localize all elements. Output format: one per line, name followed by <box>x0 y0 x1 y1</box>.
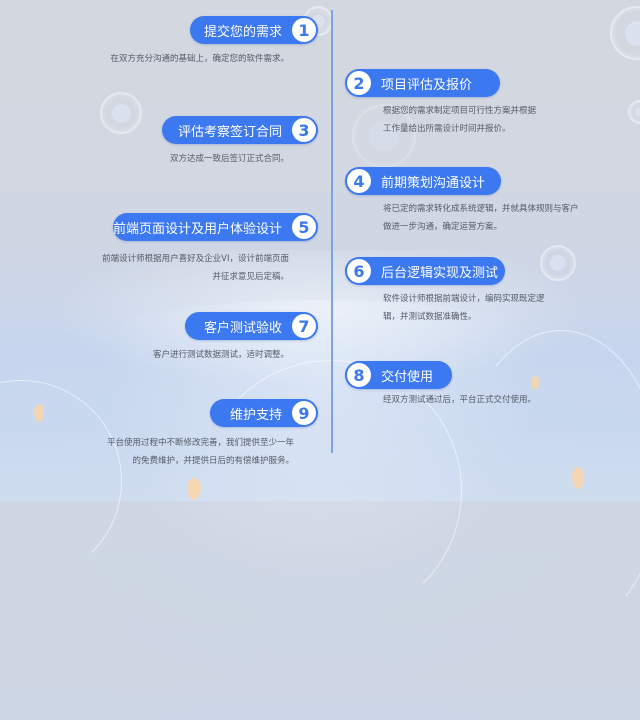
step-3-title: 评估考察签订合同 <box>177 124 282 140</box>
step-6-title: 后台逻辑实现及测试 <box>381 265 499 281</box>
location-pin-icon <box>34 404 44 422</box>
step-8-description: 经双方测试通过后，平台正式交付使用。 <box>383 395 537 405</box>
step-1-description: 在双方充分沟通的基础上，确定您的软件需求。 <box>110 54 289 64</box>
decor-ring-icon <box>610 6 640 60</box>
step-2-title: 项目评估及报价 <box>381 77 473 93</box>
step-3-description: 双方达成一致后签订正式合同。 <box>169 154 289 164</box>
step-8-number-badge: 8 <box>347 363 371 387</box>
step-6-pill: 6 后台逻辑实现及测试 <box>345 257 505 285</box>
location-pin-icon <box>572 467 584 489</box>
step-8-pill: 8 交付使用 <box>345 361 452 389</box>
step-5-number-badge: 5 <box>292 215 316 239</box>
step-7-pill: 客户测试验收 7 <box>185 312 318 340</box>
step-5-title: 前端页面设计及用户体验设计 <box>112 221 282 237</box>
step-4-number-badge: 4 <box>347 169 371 193</box>
step-4-description: 将已定的需求转化成系统逻辑，并就具体规则与客户 做进一步沟通，确定运营方案。 <box>383 204 579 232</box>
step-4-title: 前期策划沟通设计 <box>381 175 486 191</box>
decor-ring-icon <box>628 100 640 124</box>
connection-arc <box>460 330 640 632</box>
step-1-pill: 提交您的需求 1 <box>190 16 318 44</box>
step-2-number-badge: 2 <box>347 71 371 95</box>
location-pin-icon <box>187 478 201 500</box>
location-pin-icon <box>531 376 539 390</box>
step-7-description: 客户进行测试数据测试，适时调整。 <box>152 350 289 360</box>
step-6-number-badge: 6 <box>347 259 371 283</box>
step-7-number-badge: 7 <box>292 314 316 338</box>
decor-ring-icon <box>100 92 142 134</box>
timeline-line <box>331 10 333 453</box>
step-9-number-badge: 9 <box>292 401 316 425</box>
decor-ring-icon <box>540 245 576 281</box>
step-6-description: 软件设计师根据前端设计，编码实现既定逻 辑，并测试数据准确性。 <box>383 294 545 322</box>
step-9-title: 维护支持 <box>229 407 282 423</box>
step-5-pill: 前端页面设计及用户体验设计 5 <box>113 213 318 241</box>
step-8-title: 交付使用 <box>381 369 434 385</box>
step-3-number-badge: 3 <box>292 118 316 142</box>
step-2-description: 根据您的需求制定项目可行性方案并根据 工作量给出所需设计时间并报价。 <box>383 106 537 134</box>
step-7-title: 客户测试验收 <box>203 320 282 336</box>
connection-arc <box>0 380 122 582</box>
step-9-pill: 维护支持 9 <box>210 399 318 427</box>
step-3-pill: 评估考察签订合同 3 <box>162 116 318 144</box>
earth-background <box>0 300 640 720</box>
step-5-description: 前端设计师根据用户喜好及企业VI，设计前端页面 并征求意见后定稿。 <box>102 254 289 282</box>
step-1-number-badge: 1 <box>292 18 316 42</box>
step-4-pill: 4 前期策划沟通设计 <box>345 167 501 195</box>
step-2-pill: 2 项目评估及报价 <box>345 69 500 97</box>
step-1-title: 提交您的需求 <box>203 24 282 40</box>
step-9-description: 平台使用过程中不断修改完善，我们提供至少一年 的免费维护，并提供日后的有偿维护服… <box>106 438 294 466</box>
